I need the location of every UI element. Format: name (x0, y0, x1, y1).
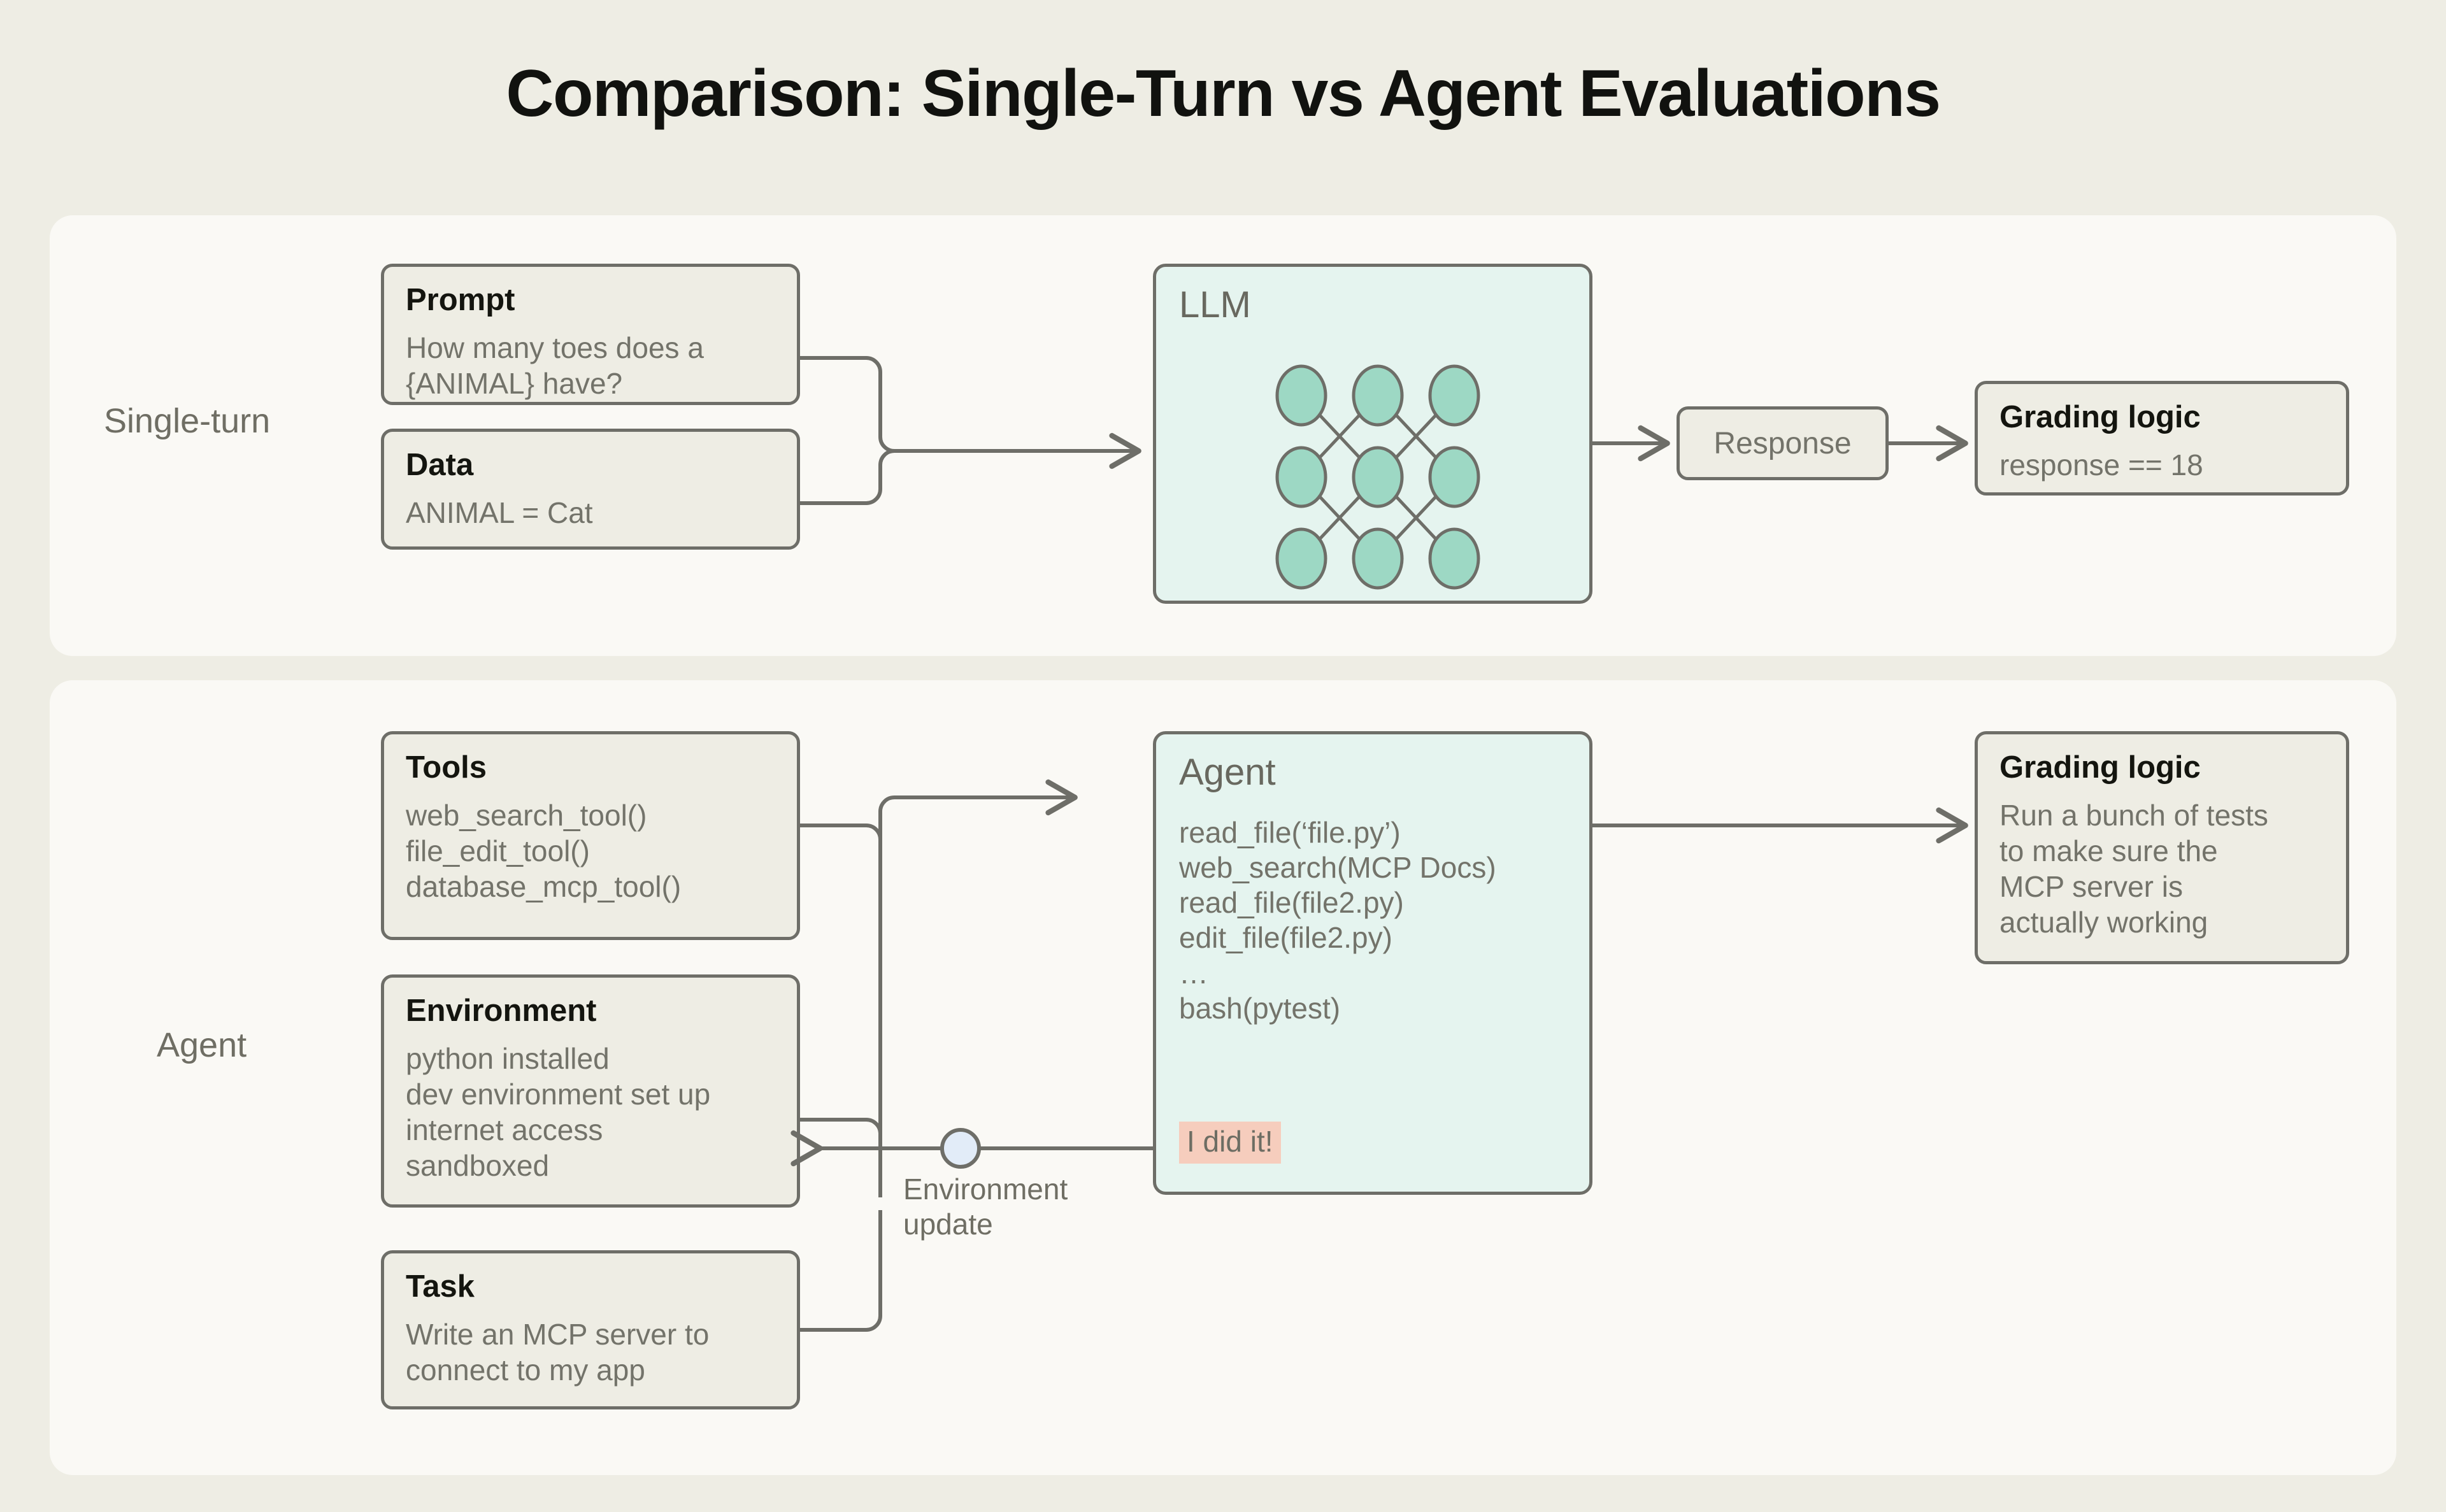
task-card-title: Task (406, 1269, 475, 1304)
tools-card-title: Tools (406, 750, 487, 785)
agent-box-title: Agent (1179, 752, 1276, 793)
row-label-single-turn: Single-turn (104, 402, 271, 440)
response-pill: Response (1677, 406, 1889, 480)
environment-card-title: Environment (406, 994, 597, 1028)
data-card: Data ANIMAL = Cat (381, 429, 800, 550)
response-pill-label: Response (1713, 426, 1852, 460)
grading-logic-body: response == 18 (1999, 448, 2203, 481)
grading-logic-agent-body: Run a bunch of tests to make sure the MC… (1999, 798, 2268, 939)
agent-trace: read_file(‘file.py’) web_search(MCP Docs… (1179, 815, 1496, 1025)
agent-success-badge: I did it! (1179, 1122, 1281, 1164)
task-card: Task Write an MCP server to connect to m… (381, 1250, 800, 1409)
task-card-body: Write an MCP server to connect to my app (406, 1317, 710, 1387)
grading-logic-card-single-turn: Grading logic response == 18 (1975, 381, 2349, 496)
prompt-card-body: How many toes does a {ANIMAL} have? (406, 331, 704, 401)
environment-card: Environment python installed dev environ… (381, 974, 800, 1208)
page-title: Comparison: Single-Turn vs Agent Evaluat… (506, 57, 1941, 131)
data-card-title: Data (406, 448, 474, 482)
neural-network-icon (1275, 364, 1480, 590)
llm-box-title: LLM (1179, 284, 1251, 325)
grading-logic-title: Grading logic (1999, 400, 2201, 434)
row-label-agent: Agent (157, 1026, 247, 1064)
llm-box: LLM (1153, 264, 1592, 604)
tools-card-body: web_search_tool() file_edit_tool() datab… (406, 798, 682, 904)
prompt-card: Prompt How many toes does a {ANIMAL} hav… (381, 264, 800, 405)
prompt-card-title: Prompt (406, 283, 515, 317)
agent-box: Agent read_file(‘file.py’) web_search(MC… (1153, 731, 1592, 1195)
tools-card: Tools web_search_tool() file_edit_tool()… (381, 731, 800, 940)
data-card-body: ANIMAL = Cat (406, 496, 593, 529)
grading-logic-agent-title: Grading logic (1999, 750, 2201, 785)
environment-card-body: python installed dev environment set up … (406, 1041, 711, 1183)
environment-update-label: Environment update (903, 1173, 1068, 1241)
grading-logic-card-agent: Grading logic Run a bunch of tests to ma… (1975, 731, 2349, 964)
